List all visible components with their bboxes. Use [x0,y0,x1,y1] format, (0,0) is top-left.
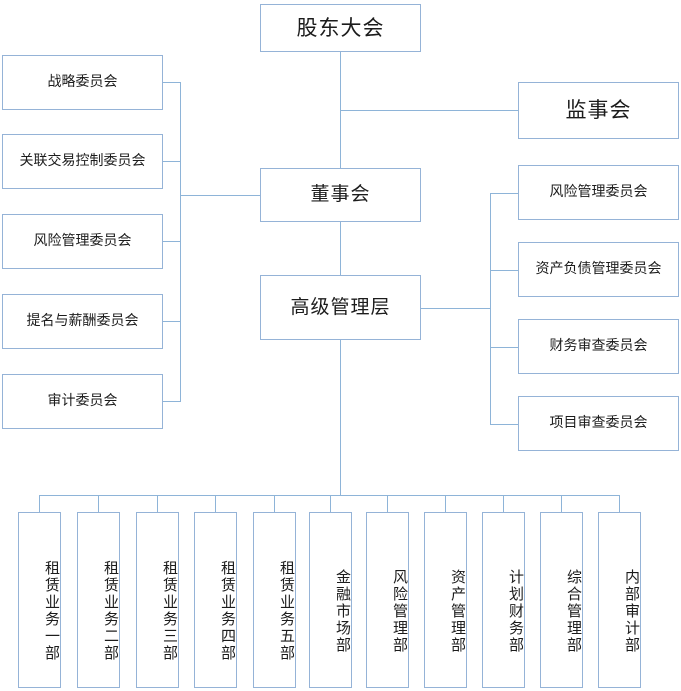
connector-dept-drop-8 [445,495,446,512]
node-left-committee-strategy[interactable]: 战略委员会 [2,55,163,110]
connector-dept-drop-10 [561,495,562,512]
node-department-financial-markets[interactable]: 金融市场部 [309,512,352,688]
node-right-committee-project-review[interactable]: 项目审查委员会 [518,396,679,451]
node-department-asset-management[interactable]: 资产管理部 [424,512,467,688]
node-left-committee-audit[interactable]: 审计委员会 [2,374,163,429]
connector-left-committee-1 [163,82,181,83]
connector-left-bus-to-board [180,195,260,196]
node-left-committee-nomination-remuneration[interactable]: 提名与薪酬委员会 [2,294,163,349]
connector-management-to-dept-bus [340,340,341,496]
node-right-committee-risk-management[interactable]: 风险管理委员会 [518,165,679,220]
connector-board-to-management [340,222,341,275]
node-department-leasing-business-5[interactable]: 租赁业务五部 [253,512,296,688]
connector-dept-drop-7 [387,495,388,512]
node-department-internal-audit[interactable]: 内部审计部 [598,512,641,688]
connector-right-committee-3 [490,347,519,348]
connector-management-to-right-bus [421,308,491,309]
node-senior-management[interactable]: 高级管理层 [260,275,421,340]
node-supervisory-board[interactable]: 监事会 [518,82,679,139]
connector-left-committee-bus [180,82,181,402]
node-department-leasing-business-2[interactable]: 租赁业务二部 [77,512,120,688]
node-shareholders-meeting[interactable]: 股东大会 [260,4,421,52]
connector-dept-drop-6 [330,495,331,512]
node-department-leasing-business-1[interactable]: 租赁业务一部 [18,512,61,688]
node-department-leasing-business-4[interactable]: 租赁业务四部 [194,512,237,688]
connector-right-committee-4 [490,424,519,425]
node-department-planning-finance[interactable]: 计划财务部 [482,512,525,688]
node-department-general-management[interactable]: 综合管理部 [540,512,583,688]
connector-dept-drop-11 [619,495,620,512]
connector-department-bus [39,495,620,496]
connector-right-committee-bus [490,193,491,425]
node-board-of-directors[interactable]: 董事会 [260,168,421,222]
node-right-committee-asset-liability-management[interactable]: 资产负债管理委员会 [518,242,679,297]
connector-shareholders-to-supervisory [340,110,519,111]
connector-dept-drop-5 [274,495,275,512]
connector-right-committee-2 [490,270,519,271]
connector-dept-drop-3 [157,495,158,512]
connector-dept-drop-9 [503,495,504,512]
connector-dept-drop-1 [39,495,40,512]
node-department-risk-management[interactable]: 风险管理部 [366,512,409,688]
connector-dept-drop-2 [98,495,99,512]
connector-left-committee-2 [163,161,181,162]
node-department-leasing-business-3[interactable]: 租赁业务三部 [136,512,179,688]
connector-dept-drop-4 [215,495,216,512]
node-left-committee-risk-management[interactable]: 风险管理委员会 [2,214,163,269]
node-right-committee-financial-review[interactable]: 财务审查委员会 [518,319,679,374]
connector-left-committee-5 [163,401,181,402]
node-left-committee-related-party-transaction[interactable]: 关联交易控制委员会 [2,134,163,189]
connector-left-committee-4 [163,321,181,322]
connector-left-committee-3 [163,241,181,242]
connector-right-committee-1 [490,193,519,194]
